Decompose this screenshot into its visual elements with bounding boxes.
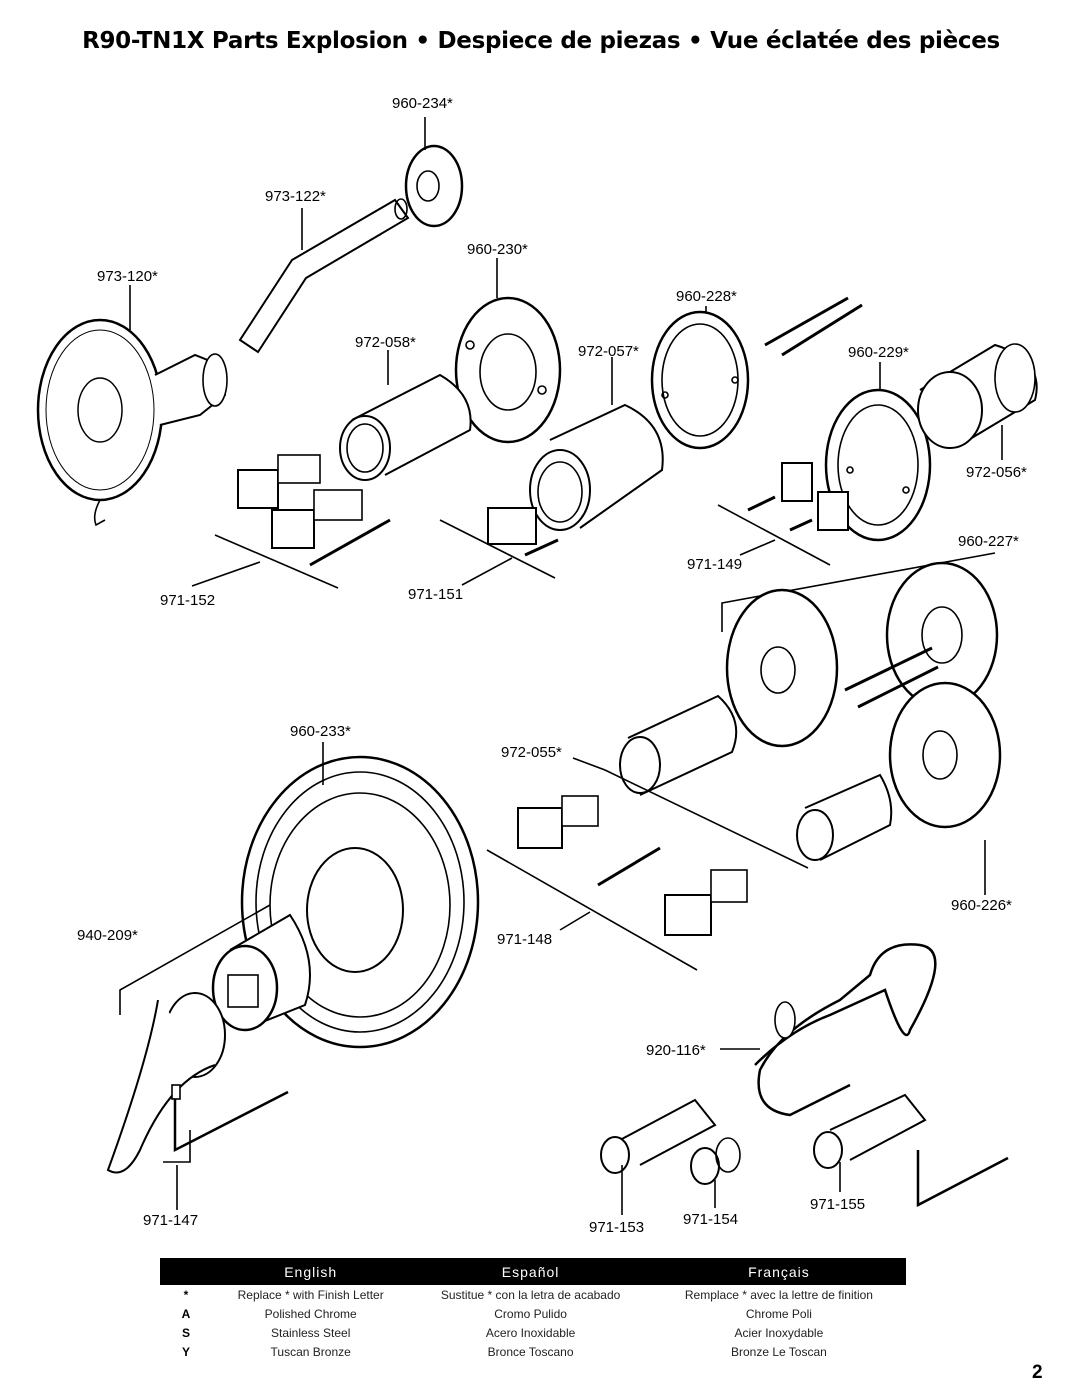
allen-wrench-971-147 bbox=[171, 1084, 289, 1153]
escutcheon-960-230 bbox=[454, 296, 562, 444]
part-label-971-149: 971-149 bbox=[687, 556, 743, 573]
sleeve-972-057 bbox=[529, 403, 664, 531]
part-label-973-122: 973-122* bbox=[265, 188, 326, 205]
part-label-972-057: 972-057* bbox=[578, 343, 639, 360]
cartridge-971-151 bbox=[487, 507, 559, 557]
legend-row: S Stainless Steel Acero Inoxidable Acier… bbox=[160, 1323, 906, 1342]
part-label-960-228: 960-228* bbox=[676, 288, 737, 305]
flange-960-234 bbox=[404, 144, 464, 228]
part-label-920-116: 920-116* bbox=[646, 1042, 706, 1059]
legend-espanol: Acero Inoxidable bbox=[485, 1325, 576, 1340]
legend-header-espanol: Español bbox=[409, 1258, 652, 1285]
legend-key: Y bbox=[181, 1344, 190, 1359]
part-label-960-229: 960-229* bbox=[848, 344, 909, 361]
part-label-972-056: 972-056* bbox=[966, 464, 1027, 481]
part-label-971-155: 971-155 bbox=[810, 1196, 866, 1213]
diverter-971-155 bbox=[813, 1093, 1009, 1208]
part-label-973-120: 973-120* bbox=[97, 268, 158, 285]
part-label-972-058: 972-058* bbox=[355, 334, 416, 351]
legend-english: Tuscan Bronze bbox=[270, 1344, 351, 1359]
page-title: R90-TN1X Parts Explosion • Despiece de p… bbox=[82, 28, 1000, 54]
part-label-971-154: 971-154 bbox=[683, 1211, 739, 1228]
legend-espanol: Cromo Pulido bbox=[494, 1306, 567, 1321]
part-label-971-148: 971-148 bbox=[497, 931, 553, 948]
shower-head-973-120 bbox=[36, 318, 228, 527]
sleeve-972-055 bbox=[619, 694, 893, 861]
cartridge-971-148 bbox=[517, 795, 748, 936]
sleeve-972-058 bbox=[339, 373, 472, 481]
cartridge-971-149 bbox=[747, 462, 849, 532]
legend-espanol: Sustitue * con la letra de acabado bbox=[440, 1287, 621, 1302]
legend-header-english: English bbox=[212, 1258, 410, 1285]
legend-row: A Polished Chrome Cromo Pulido Chrome Po… bbox=[160, 1304, 906, 1323]
legend-header-key bbox=[160, 1258, 212, 1285]
part-label-960-234: 960-234* bbox=[392, 95, 453, 112]
shower-arm-973-122 bbox=[238, 198, 410, 354]
legend-francais: Remplace * avec la lettre de finition bbox=[684, 1287, 873, 1302]
sleeve-972-056 bbox=[917, 343, 1038, 449]
finish-legend-table: English Español Français * Replace * wit… bbox=[160, 1258, 906, 1361]
part-label-960-227: 960-227* bbox=[958, 533, 1019, 550]
part-label-971-153: 971-153 bbox=[589, 1219, 645, 1236]
legend-key: A bbox=[181, 1306, 191, 1321]
part-label-960-233: 960-233* bbox=[290, 723, 351, 740]
part-label-972-055: 972-055* bbox=[501, 744, 562, 761]
legend-key: * bbox=[183, 1287, 189, 1302]
cartridge-971-152 bbox=[237, 454, 391, 567]
part-label-971-152: 971-152 bbox=[160, 592, 216, 609]
part-label-960-226: 960-226* bbox=[951, 897, 1012, 914]
legend-francais: Chrome Poli bbox=[745, 1306, 812, 1321]
legend-english: Polished Chrome bbox=[264, 1306, 357, 1321]
handle-940-209 bbox=[106, 913, 311, 1174]
parts-explosion-diagram bbox=[36, 117, 1038, 1215]
adapter-971-154 bbox=[690, 1137, 741, 1185]
tub-spout-920-116 bbox=[754, 943, 937, 1117]
legend-francais: Acier Inoxydable bbox=[734, 1325, 824, 1340]
escutcheon-960-229 bbox=[824, 388, 932, 542]
legend-francais: Bronze Le Toscan bbox=[730, 1344, 827, 1359]
screws bbox=[764, 296, 863, 357]
escutcheon-960-228 bbox=[650, 310, 750, 450]
diverter-971-153 bbox=[600, 1098, 717, 1174]
escutcheon-960-226 bbox=[888, 681, 1002, 829]
legend-header-francais: Français bbox=[651, 1258, 906, 1285]
legend-key: S bbox=[181, 1325, 190, 1340]
legend-row: Y Tuscan Bronze Bronce Toscano Bronze Le… bbox=[160, 1342, 906, 1361]
legend-espanol: Bronce Toscano bbox=[487, 1344, 574, 1359]
part-label-960-230: 960-230* bbox=[467, 241, 528, 258]
page-number: 2 bbox=[1032, 1362, 1043, 1383]
legend-english: Stainless Steel bbox=[270, 1325, 351, 1340]
part-label-940-209: 940-209* bbox=[77, 927, 138, 944]
legend-header-row: English Español Français bbox=[160, 1258, 906, 1285]
part-label-971-151: 971-151 bbox=[408, 586, 464, 603]
part-label-971-147: 971-147 bbox=[143, 1212, 199, 1229]
legend-row: * Replace * with Finish Letter Sustitue … bbox=[160, 1285, 906, 1304]
legend-english: Replace * with Finish Letter bbox=[237, 1287, 384, 1302]
